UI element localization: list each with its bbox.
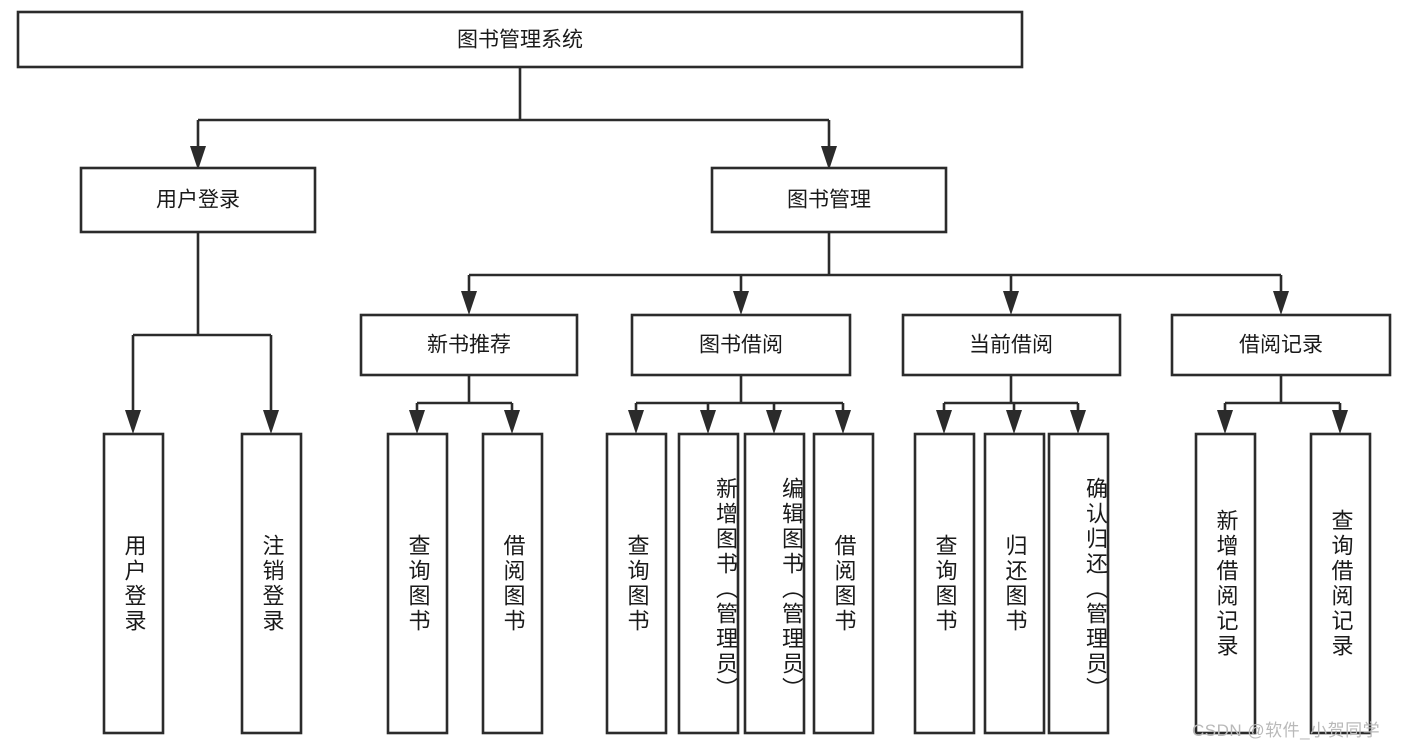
leaf-box-user-login-logout[interactable] bbox=[240, 432, 303, 735]
connector-group-borrow bbox=[628, 375, 851, 434]
arrow-record-leaf-2 bbox=[1332, 410, 1348, 434]
connector-group-newbook bbox=[409, 375, 520, 434]
node-label-new-book-recommend: 新书推荐 bbox=[427, 334, 511, 357]
node-label-user-login: 用户登录 bbox=[156, 189, 240, 212]
node-label-book-borrow: 图书借阅 bbox=[699, 334, 783, 357]
arrow-user-leaf-2 bbox=[263, 410, 279, 434]
node-label-book-manage: 图书管理 bbox=[787, 189, 871, 212]
connector-group-record bbox=[1217, 375, 1348, 434]
node-label-borrow-record: 借阅记录 bbox=[1239, 334, 1323, 357]
arrow-current-leaf-2 bbox=[1006, 410, 1022, 434]
node-label-root: 图书管理系统 bbox=[457, 29, 583, 52]
node-box-root[interactable] bbox=[16, 10, 1024, 69]
connector-group-current bbox=[936, 375, 1086, 434]
node-box-book-manage[interactable] bbox=[710, 166, 948, 234]
node-box-borrow-record[interactable] bbox=[1170, 313, 1392, 377]
leaf-box-user-login-login[interactable] bbox=[102, 432, 165, 735]
arrow-borrow-leaf-2 bbox=[700, 410, 716, 434]
leaf-box-current-return[interactable] bbox=[983, 432, 1046, 735]
leaf-box-current-query[interactable] bbox=[913, 432, 976, 735]
leaf-box-newbook-borrow[interactable] bbox=[481, 432, 544, 735]
arrow-book-to-record bbox=[1273, 291, 1289, 315]
arrow-newbook-leaf-2 bbox=[504, 410, 520, 434]
leaf-box-borrow-query[interactable] bbox=[605, 432, 668, 735]
arrow-root-to-book bbox=[821, 146, 837, 170]
arrow-root-to-user bbox=[190, 146, 206, 170]
csdn-watermark: CSDN @软件_小贺同学 bbox=[1192, 721, 1381, 740]
node-box-user-login[interactable] bbox=[79, 166, 317, 234]
leaf-box-newbook-query[interactable] bbox=[386, 432, 449, 735]
connector-group-root bbox=[190, 67, 837, 170]
arrow-record-leaf-1 bbox=[1217, 410, 1233, 434]
leaf-box-borrow-edit[interactable] bbox=[743, 432, 806, 735]
node-label-current-borrow: 当前借阅 bbox=[969, 334, 1053, 357]
arrow-book-to-newbook bbox=[461, 291, 477, 315]
arrow-book-to-borrow bbox=[733, 291, 749, 315]
node-box-book-borrow[interactable] bbox=[630, 313, 852, 377]
node-box-current-borrow[interactable] bbox=[901, 313, 1122, 377]
arrow-borrow-leaf-4 bbox=[835, 410, 851, 434]
arrow-borrow-leaf-3 bbox=[766, 410, 782, 434]
arrow-newbook-leaf-1 bbox=[409, 410, 425, 434]
leaf-box-record-query[interactable] bbox=[1309, 432, 1372, 735]
arrow-borrow-leaf-1 bbox=[628, 410, 644, 434]
connector-group-book-manage bbox=[461, 232, 1289, 315]
arrow-current-leaf-1 bbox=[936, 410, 952, 434]
arrow-current-leaf-3 bbox=[1070, 410, 1086, 434]
leaf-box-borrow-add[interactable] bbox=[677, 432, 740, 735]
leaf-box-current-confirm[interactable] bbox=[1047, 432, 1110, 735]
arrow-user-leaf-1 bbox=[125, 410, 141, 434]
leaf-box-record-add[interactable] bbox=[1194, 432, 1257, 735]
connector-group-user-login bbox=[125, 232, 279, 434]
node-box-new-book-recommend[interactable] bbox=[359, 313, 579, 377]
leaf-box-borrow-lend[interactable] bbox=[812, 432, 875, 735]
arrow-book-to-current bbox=[1003, 291, 1019, 315]
